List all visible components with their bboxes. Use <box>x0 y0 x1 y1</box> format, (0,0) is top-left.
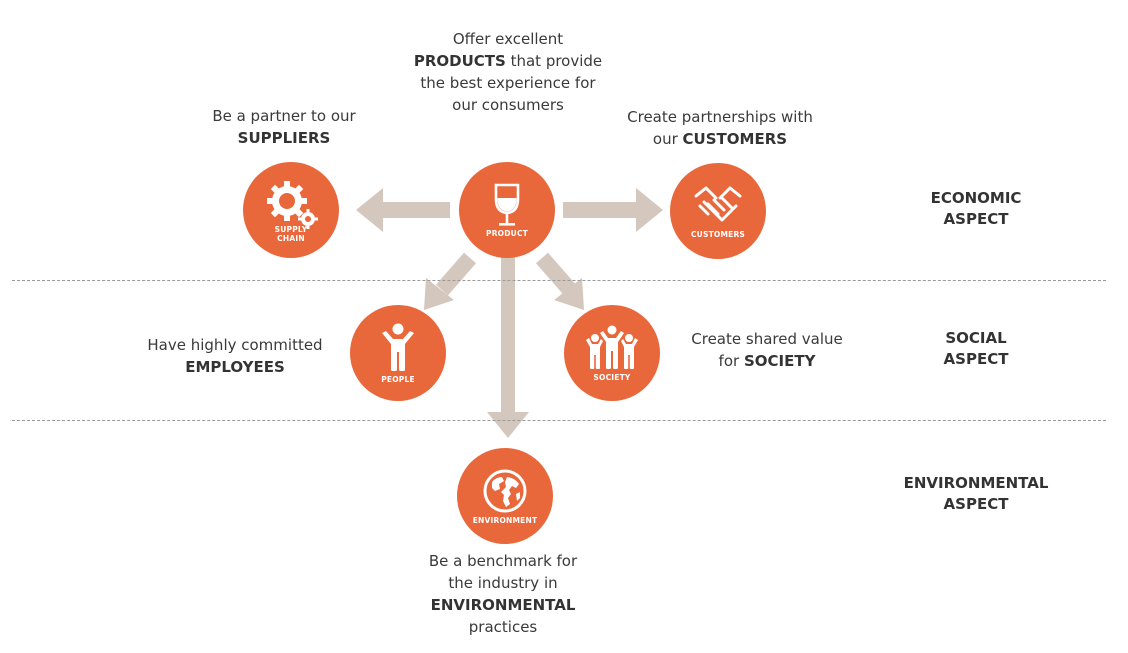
node-environment: ENVIRONMENT <box>457 448 553 544</box>
gears-icon <box>267 181 318 229</box>
aspect-environmental: ENVIRONMENTAL ASPECT <box>903 474 1049 513</box>
node-customers: CUSTOMERS <box>670 163 766 259</box>
arrow-to-people-shaft <box>435 252 477 296</box>
divider-economic-social <box>12 280 1106 281</box>
caption-environment: Be a benchmark for the industry in ENVIR… <box>428 552 578 636</box>
node-label-product: PRODUCT <box>486 228 528 238</box>
handshake-icon <box>694 186 742 221</box>
node-product: PRODUCT <box>459 162 555 258</box>
caption-society: Create shared value for SOCIETY <box>691 330 843 370</box>
aspect-economic: ECONOMIC ASPECT <box>930 189 1022 228</box>
globe-icon <box>483 469 527 512</box>
node-label-society: SOCIETY <box>593 372 631 382</box>
node-label-environment: ENVIRONMENT <box>472 515 538 525</box>
arrow-to-society-head <box>554 278 584 310</box>
node-label-people: PEOPLE <box>381 374 415 384</box>
arrow-to-environment <box>487 256 529 438</box>
arrow-to-society-shaft <box>535 252 577 296</box>
node-label-supply-chain: SUPPLY CHAIN <box>274 225 308 243</box>
wine-glass-icon <box>494 183 520 226</box>
node-society: SOCIETY <box>564 305 660 401</box>
aspect-social: SOCIAL ASPECT <box>943 329 1009 368</box>
node-people: PEOPLE <box>350 305 446 401</box>
node-label-customers: CUSTOMERS <box>690 229 746 239</box>
group-icon <box>586 325 638 369</box>
node-supply-chain: SUPPLY CHAIN <box>243 162 339 258</box>
caption-customers: Create partnerships with our CUSTOMERS <box>627 108 813 148</box>
caption-product: Offer excellent PRODUCTS that provide th… <box>413 30 603 114</box>
caption-supply-chain: Be a partner to our SUPPLIERS <box>212 107 356 147</box>
arrow-to-customers <box>563 188 663 232</box>
arrow-to-people-head <box>424 278 454 310</box>
divider-social-environmental <box>12 420 1106 421</box>
caption-people: Have highly committed EMPLOYEES <box>147 336 323 376</box>
arrow-to-supply-chain <box>356 188 450 232</box>
person-icon <box>382 323 414 371</box>
